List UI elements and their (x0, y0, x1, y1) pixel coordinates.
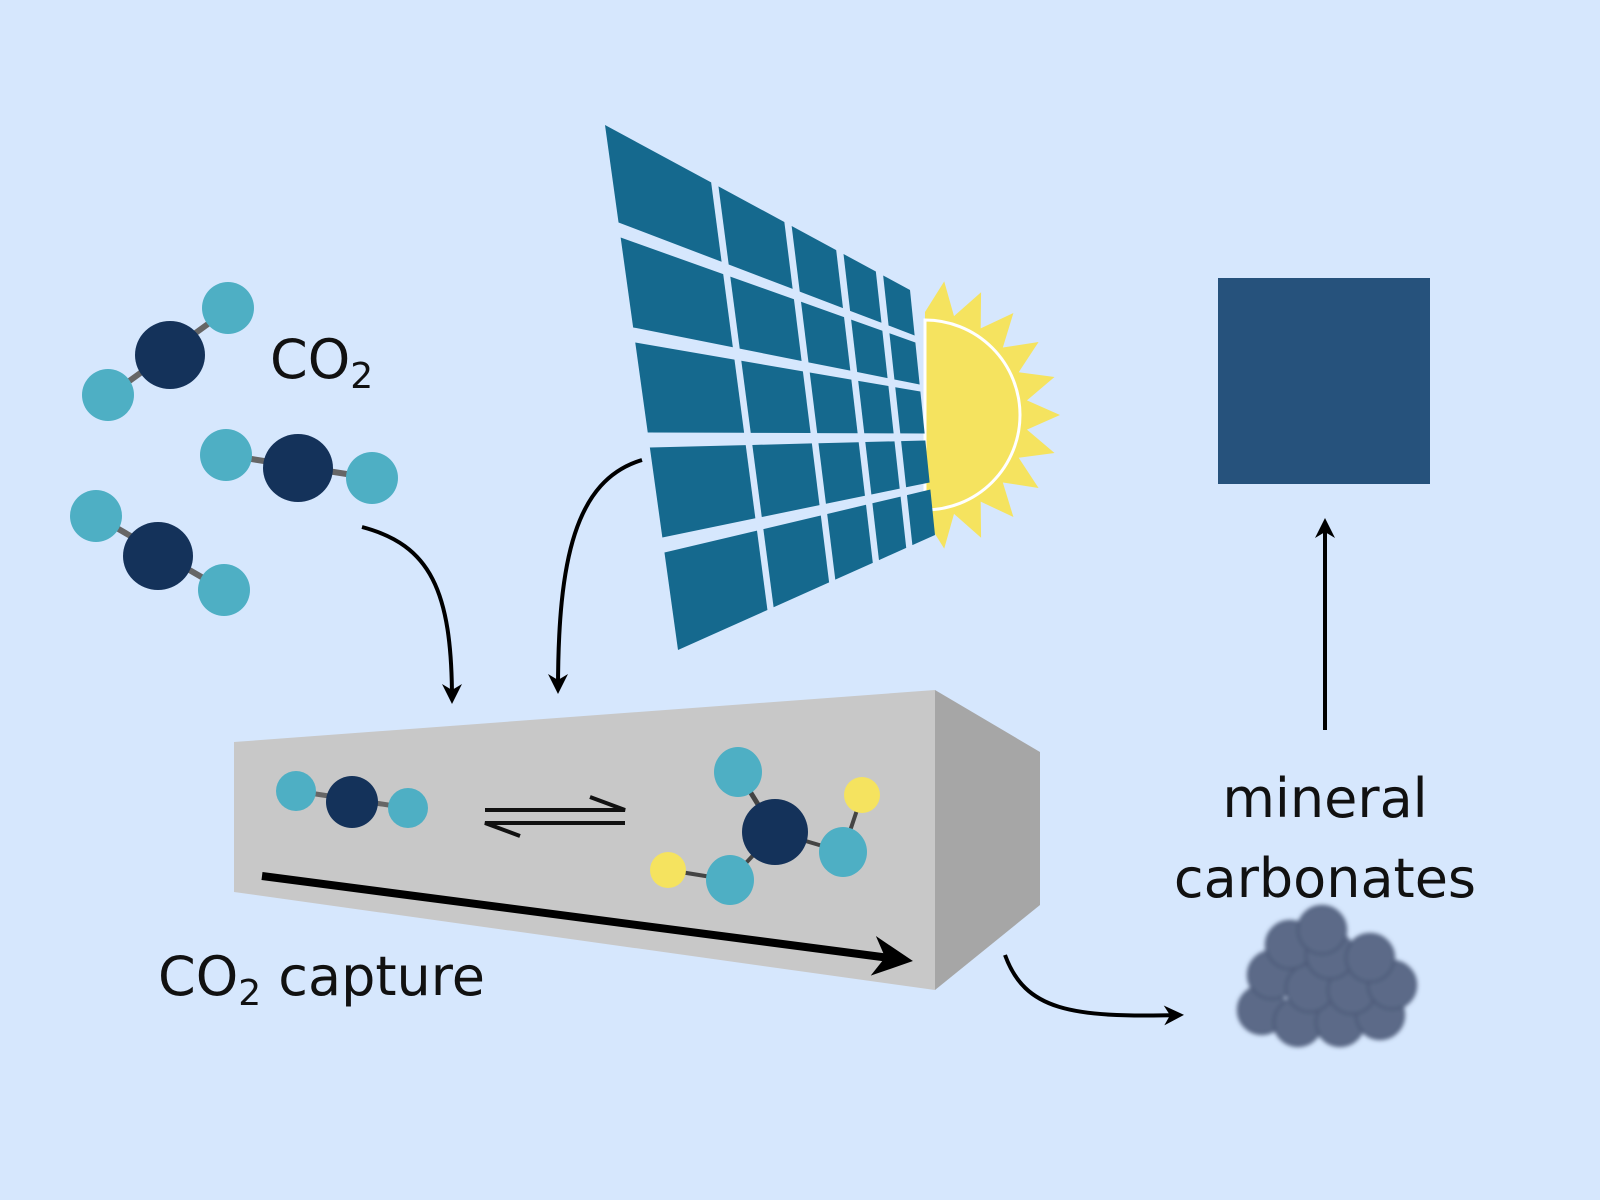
solar-cell (605, 125, 722, 262)
mineral-label-line1: mineral (1222, 767, 1428, 830)
solar-cell (883, 275, 915, 336)
solar-cell (843, 254, 882, 323)
mineral-block-icon (1218, 278, 1430, 484)
mineral-pile-icon (1237, 905, 1417, 1047)
solar-cell (809, 372, 858, 434)
solar-cell (889, 333, 920, 385)
solar-cell (827, 504, 873, 580)
solar-cell (730, 276, 802, 361)
solar-cell (718, 186, 793, 289)
co2-capture-label: CO2 capture (158, 945, 485, 1014)
solar-cell (801, 301, 851, 371)
solar-cell (901, 440, 930, 488)
mineral-label-line2: carbonates (1173, 847, 1477, 910)
reactor-block (234, 690, 1040, 990)
arrow (1003, 954, 1184, 1026)
solar-cell (906, 489, 935, 546)
solar-cell (872, 496, 907, 561)
solar-cell (858, 380, 894, 434)
solar-cell (895, 387, 925, 434)
sun-disc (923, 318, 1022, 512)
mineral-particle (1345, 933, 1395, 983)
solar-cell (818, 442, 865, 504)
solar-cell (791, 225, 843, 309)
solar-cell (851, 319, 888, 379)
solar-cell (741, 360, 811, 434)
arrow (361, 525, 462, 704)
solar-cell (865, 441, 900, 495)
sun-icon (923, 281, 1060, 549)
solar-cell (635, 342, 745, 433)
solar-cell (752, 443, 820, 517)
co2-molecule (70, 490, 250, 616)
solar-cell (649, 445, 756, 538)
solar-cell (664, 530, 768, 650)
equilibrium-arrows-icon (484, 795, 626, 838)
product-molecule-icon (650, 747, 880, 905)
arrow (548, 458, 643, 694)
mineral-particle (1297, 905, 1347, 955)
co2-label: CO2 (270, 328, 374, 397)
solar-cell (763, 515, 830, 608)
co2-molecule (200, 429, 398, 504)
co2-molecule (82, 282, 254, 421)
solar-cell (620, 237, 733, 348)
solar-panel-icon (605, 125, 935, 650)
